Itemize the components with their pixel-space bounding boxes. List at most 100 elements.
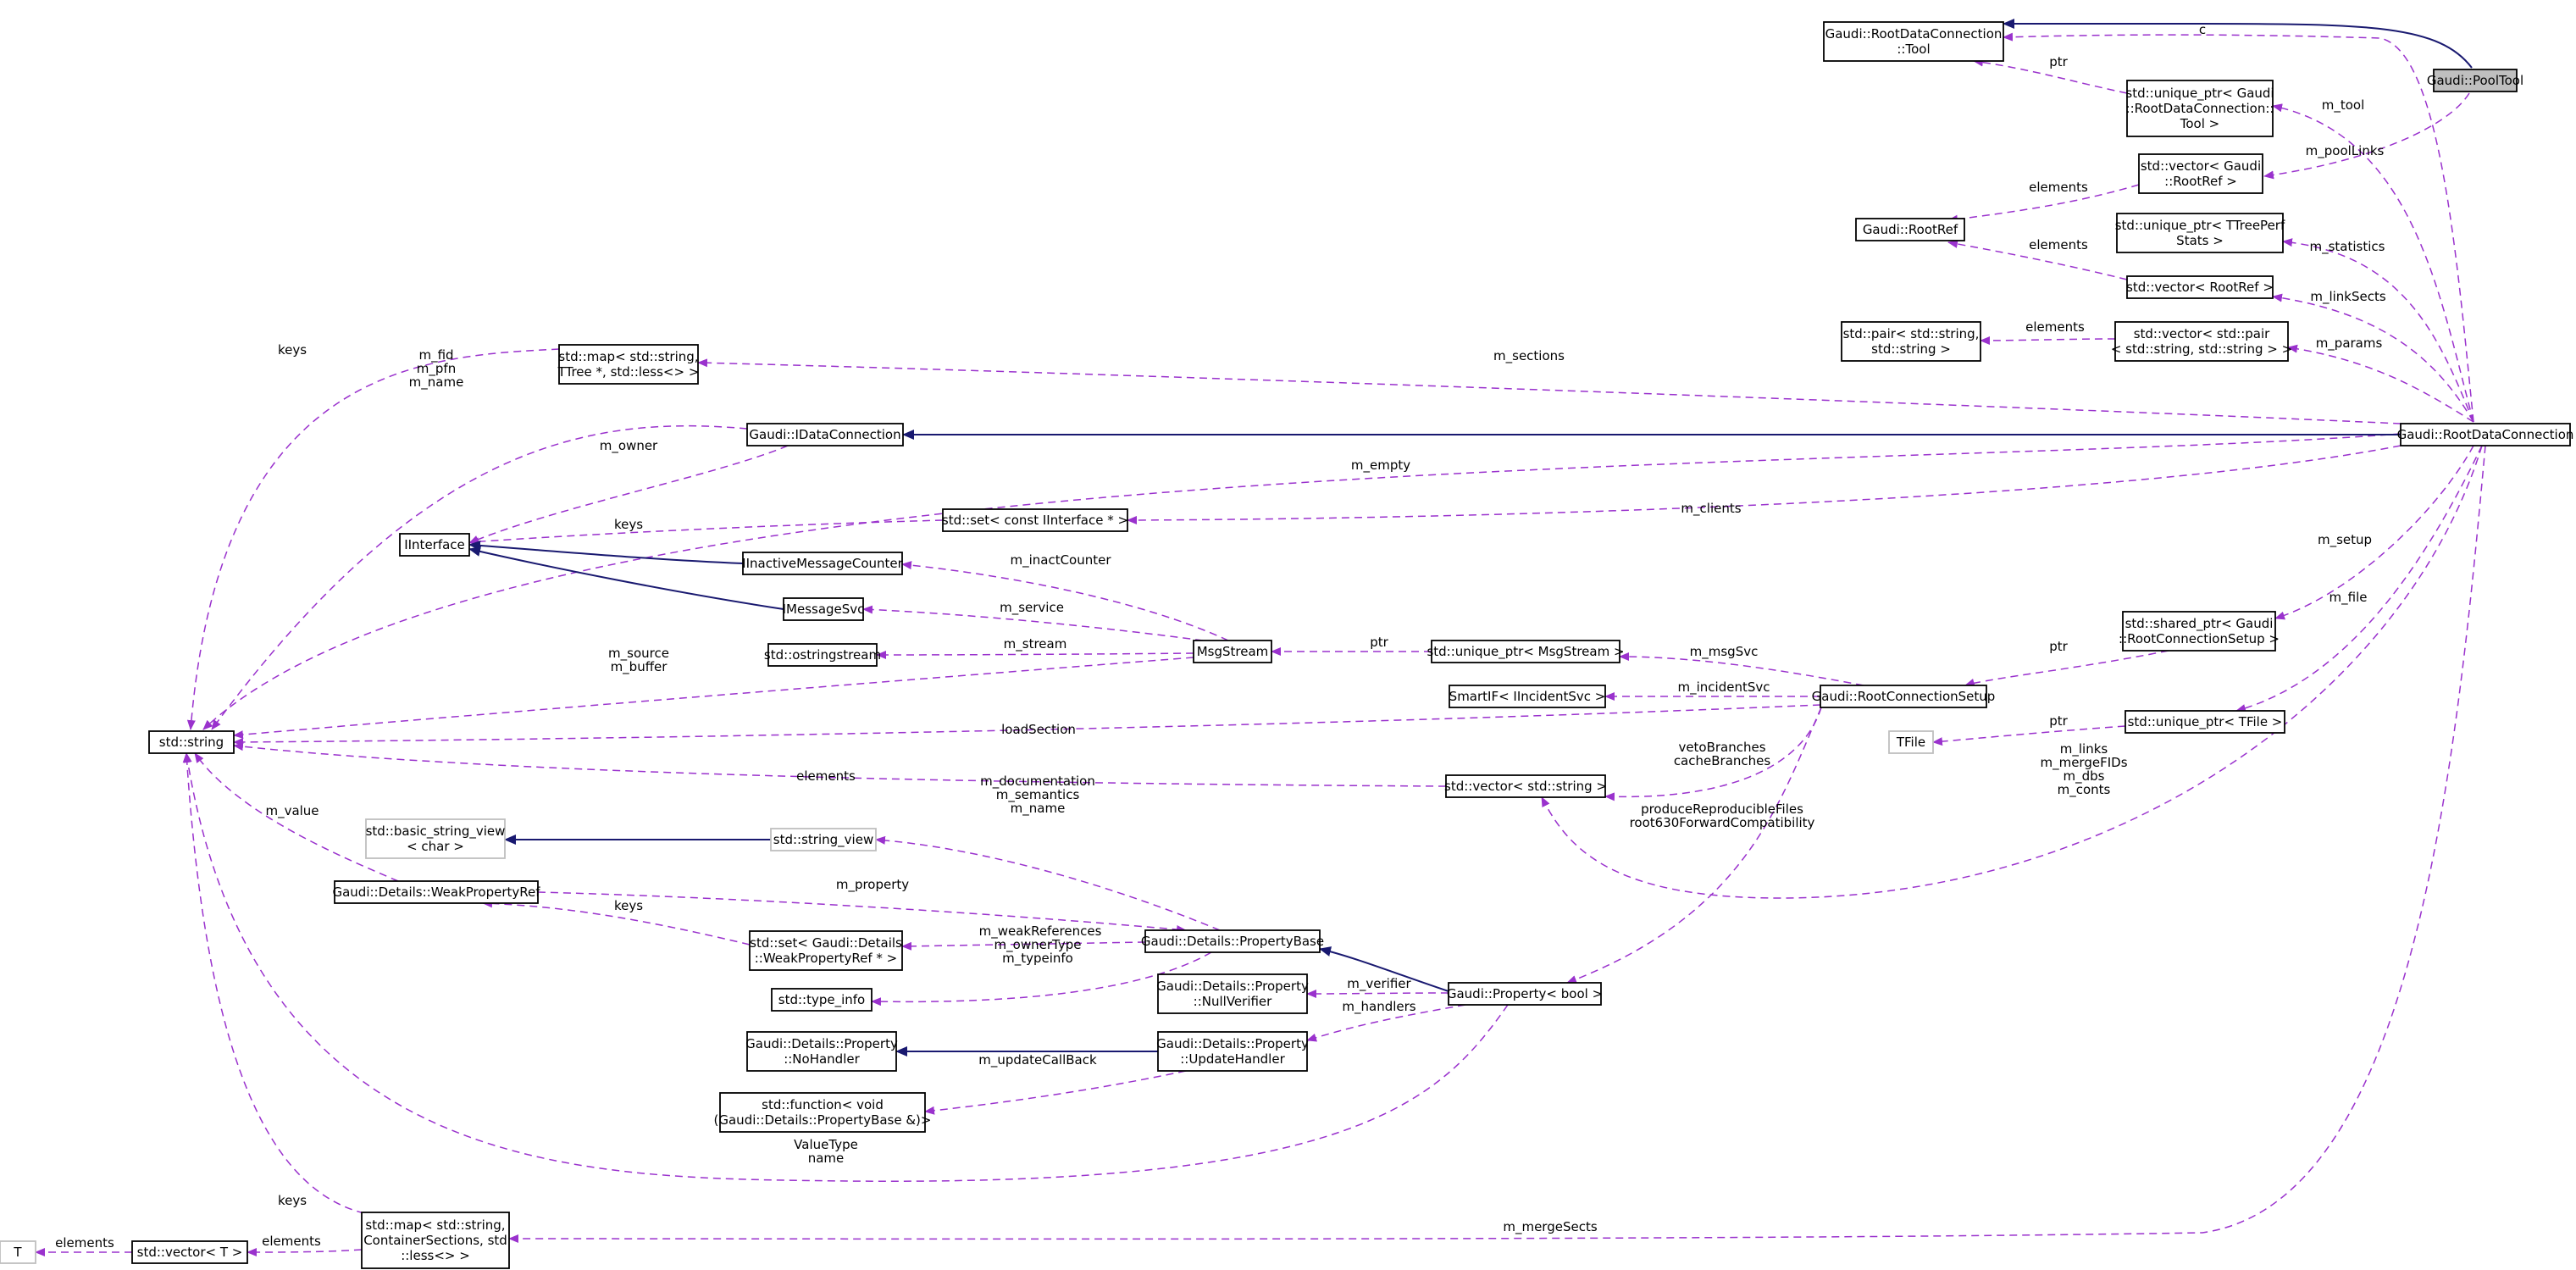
node-tfile[interactable]: TFile [1888,730,1934,754]
edge-label-msg-inact: m_inactCounter [1010,552,1111,568]
node-map-containers[interactable]: std::map< std::string,ContainerSections,… [361,1212,510,1269]
node-label: std::vector< Gaudi::RootRef > [2141,158,2261,189]
node-stdstring[interactable]: std::string [148,730,235,754]
edge-pbool-handlers [1306,1004,1466,1042]
node-weakref[interactable]: Gaudi::Details::WeakPropertyRef [332,880,540,904]
node-box [1888,730,1934,754]
node-box [1431,640,1620,663]
node-rcsetup[interactable]: Gaudi::RootConnectionSetup [1812,685,1996,708]
node-label: Gaudi::Property< bool > [1447,986,1603,1001]
node-uptr-tool[interactable]: std::unique_ptr< Gaudi::RootDataConnecti… [2125,80,2274,137]
node-updatehandler[interactable]: Gaudi::Details::Property::UpdateHandler [1156,1031,1309,1072]
edge-label-rdc-sections: m_sections [1493,348,1565,364]
node-box [334,880,539,904]
node-vec-rootref[interactable]: std::vector< RootRef > [2126,275,2274,299]
edge-vec-elements [233,742,1447,787]
edge-pbool-value [183,752,1509,1183]
edge-rdc-c [2003,32,2474,423]
edge-label-rdc-statistics: m_statistics [2310,239,2385,255]
edge-rdc-links [1541,445,2483,899]
node-prop-bool[interactable]: Gaudi::Property< bool > [1447,982,1603,1006]
edge-label-rdc-params: m_params [2316,336,2383,352]
node-label: std::basic_string_view< char > [366,824,506,854]
node-box [1144,929,1321,953]
edge-rcs-veto [1604,707,1822,801]
node-string-view[interactable]: std::string_view [770,828,877,851]
node-idataconn[interactable]: Gaudi::IDataConnection [746,423,904,446]
node-box [746,1031,897,1072]
node-box [0,1240,36,1264]
edge-msg-source [233,657,1194,740]
edge-idc-strings [211,424,748,730]
node-basic-sv[interactable]: std::basic_string_view< char > [365,818,506,859]
node-pair-str[interactable]: std::pair< std::string,std::string > [1841,321,1981,362]
node-type-info[interactable]: std::type_info [771,988,873,1012]
node-map-ttree[interactable]: std::map< std::string,TTree *, std::less… [557,344,700,385]
node-iinactive[interactable]: IInactiveMessageCounter [742,552,904,575]
node-set-iinterface[interactable]: std::set< const IInterface * > [942,508,1128,532]
node-T[interactable]: T [0,1240,36,1264]
node-uptr-tfile[interactable]: std::unique_ptr< TFile > [2125,710,2285,734]
edge-weak-property [537,891,1187,934]
node-box [1157,973,1308,1014]
node-box [2126,275,2274,299]
node-ostringstream[interactable]: std::ostringstream [764,643,881,667]
node-msgstream[interactable]: MsgStream [1193,640,1272,663]
edge-rdc-setup [2274,445,2474,620]
edge-rdc-statistics [2282,238,2474,423]
node-sptr-setup[interactable]: std::shared_ptr< Gaudi::RootConnectionSe… [2119,611,2280,652]
edge-label-weak-keys: keys [614,898,643,913]
edge-rdc-params [2287,344,2474,423]
edge-label-uh-callback: m_updateCallBack [978,1052,1097,1068]
edge-label-rdc-setup: m_setup [2318,532,2372,548]
node-label: Gaudi::Details::Property::UpdateHandler [1156,1036,1309,1067]
edge-pb-to-pbool [1319,946,1449,992]
edge-rdc-linksects [2272,293,2474,423]
node-label: std::vector< std::pair< std::string, std… [2111,326,2292,357]
node-function-void[interactable]: std::function< void(Gaudi::Details::Prop… [714,1092,932,1133]
node-box [2138,153,2263,194]
node-box [361,1212,510,1269]
node-set-weakref[interactable]: std::set< Gaudi::Details::WeakPropertyRe… [749,930,903,971]
node-rdc-tool[interactable]: Gaudi::RootDataConnection::Tool [1823,21,2004,62]
node-rdc[interactable]: Gaudi::RootDataConnection [2397,423,2574,446]
node-propbase[interactable]: Gaudi::Details::PropertyBase [1141,929,1324,953]
edge-vec-gaudi-elements [1947,184,2140,224]
node-uptr-msgstream[interactable]: std::unique_ptr< MsgStream > [1426,640,1625,663]
edge-mapc-keys [182,752,365,1214]
edge-rdc-mergesects [508,445,2486,1244]
node-nullverifier[interactable]: Gaudi::Details::Property::NullVerifier [1156,973,1309,1014]
node-label: T [13,1245,22,1260]
node-iinterface[interactable]: IInterface [399,533,470,557]
node-box [1855,218,1965,241]
edge-label-uptr-tfile-ptr: ptr [2049,713,2068,729]
node-label: Gaudi::RootDataConnection [2397,427,2574,442]
node-label: Gaudi::RootRef [1863,222,1958,237]
node-vec-T[interactable]: std::vector< T > [131,1240,248,1264]
edge-uptr-tool-ptr [1973,58,2128,94]
node-smartif[interactable]: SmartIF< IIncidentSvc > [1449,685,1606,708]
node-label: IInactiveMessageCounter [742,556,903,571]
node-vec-gaudi-rootref[interactable]: std::vector< Gaudi::RootRef > [2138,153,2263,194]
node-label: std::unique_ptr< TFile > [2128,714,2283,730]
node-vec-string[interactable]: std::vector< std::string > [1444,774,1607,798]
edge-label-uptr-msg-ptr: ptr [1370,635,1388,650]
edge-map-ttree-keys [186,348,560,730]
node-label: Gaudi::RootConnectionSetup [1812,689,1996,704]
edge-label-mapc-keys: keys [278,1193,307,1208]
node-box [770,828,877,851]
node-imsgsvc[interactable]: IMessageSvc [783,597,865,621]
node-pooltool[interactable]: Gaudi::PoolTool [2427,69,2523,92]
edge-label-sptr-ptr: ptr [2049,639,2068,654]
node-box [2433,69,2518,92]
node-label: std::set< const IInterface * > [942,513,1128,528]
edge-set-keys [468,519,944,546]
node-vec-pair[interactable]: std::vector< std::pair< std::string, std… [2111,321,2292,362]
edge-rcs-msgsvc [1619,652,1864,686]
node-nohandler[interactable]: Gaudi::Details::Property::NoHandler [745,1031,898,1072]
node-rootref[interactable]: Gaudi::RootRef [1855,218,1965,241]
